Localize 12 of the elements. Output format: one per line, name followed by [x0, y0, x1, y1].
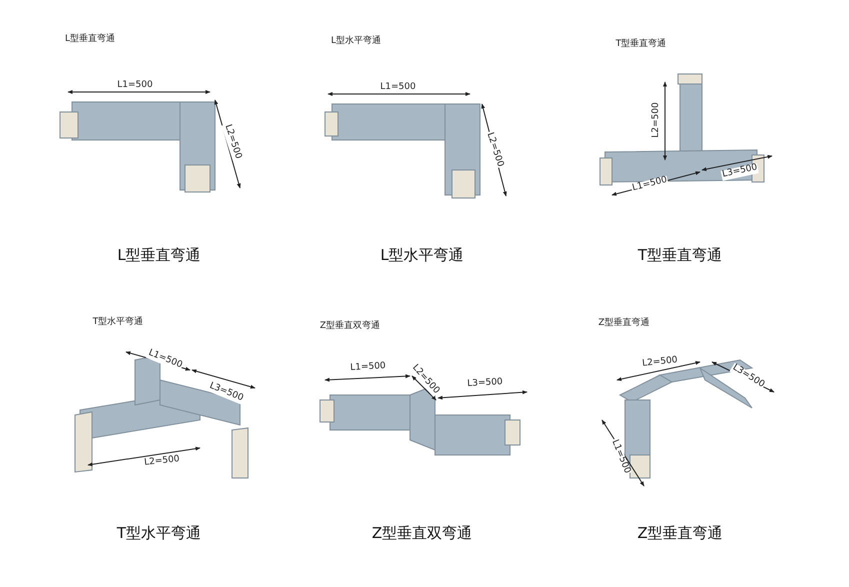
drawing-title: Z型垂直双弯通: [320, 322, 380, 332]
drawing-title: T型水平弯通: [92, 318, 144, 328]
product-caption: T型水平弯通: [116, 524, 202, 542]
product-caption: L型垂直弯通: [117, 246, 201, 264]
drawing-title: L型水平弯通: [331, 37, 381, 47]
product-caption: L型水平弯通: [380, 246, 464, 264]
product-caption: T型垂直弯通: [638, 246, 722, 264]
drawing-title: L型垂直弯通: [65, 35, 115, 45]
product-caption: Z型垂直弯通: [637, 524, 723, 542]
product-caption: Z型垂直双弯通: [372, 524, 472, 542]
drawing-title: Z型垂直弯通: [598, 319, 650, 329]
drawing-title: T型垂直弯通: [616, 40, 666, 50]
